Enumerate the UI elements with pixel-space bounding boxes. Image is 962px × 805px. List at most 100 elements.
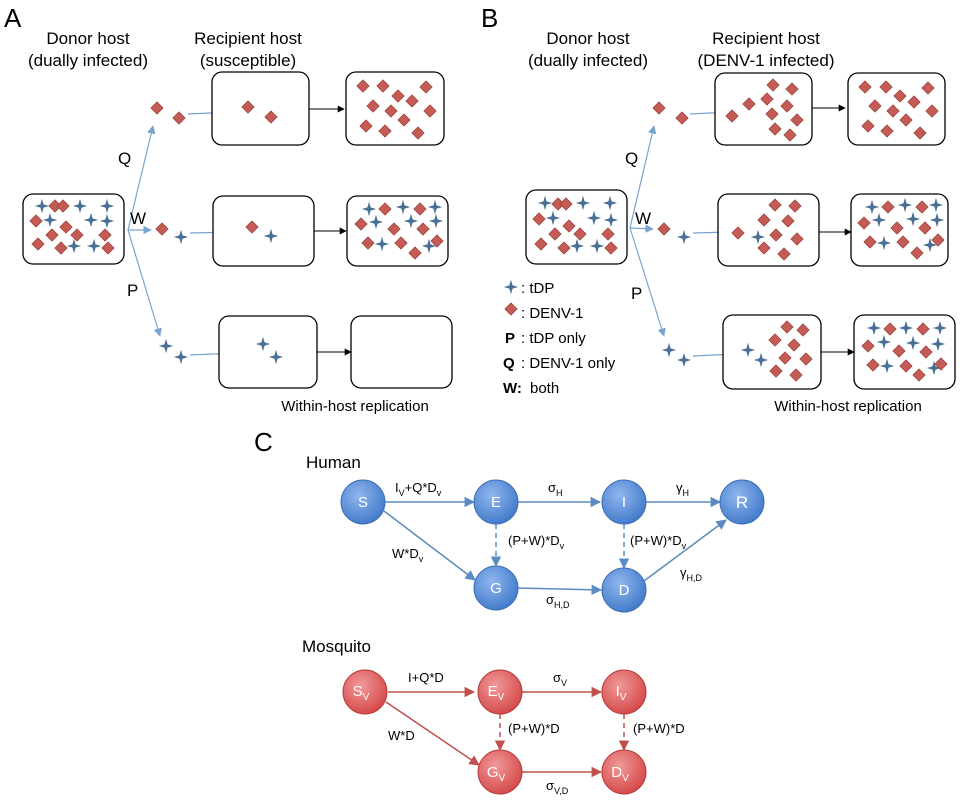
human-node-e: [473, 479, 519, 525]
legend-q-text: : DENV-1 only: [521, 355, 616, 372]
panel-b-route-w-label: W: [635, 209, 651, 228]
panel-c-letter: C: [254, 427, 273, 457]
human-nodes: S E I R G D: [340, 479, 765, 613]
panel-b-recipient-title-1: Recipient host: [712, 29, 820, 48]
legend-p-text: : tDP only: [521, 330, 586, 347]
panel-b-route-w-arrow: [629, 224, 654, 233]
panel-b-recipient-title-2: (DENV-1 infected): [698, 51, 835, 70]
panel-a-route-p-label: P: [127, 281, 138, 300]
panel-a-route-q-label: Q: [118, 149, 131, 168]
mosquito-node-e-label: EV: [488, 683, 505, 703]
human-node-r-label: R: [736, 493, 748, 512]
panel-a-recipient-title-2: (susceptible): [200, 51, 296, 70]
panel-b: B Donor host (dually infected) Recipient…: [481, 3, 956, 415]
panel-b-q-virion-1: [652, 101, 666, 115]
panel-a-recipient-title-1: Recipient host: [194, 29, 302, 48]
panel-b-recipient-w-box: [717, 193, 820, 267]
mosquito-node-g: [477, 749, 523, 795]
mosquito-nodes: SV EV IV GV DV: [342, 669, 647, 795]
mosquito-node-s: [342, 669, 388, 715]
legend-tdp-text: : tDP: [521, 280, 554, 297]
panel-a-caption: Within-host replication: [281, 398, 429, 415]
panel-b-route-p-arrow: [629, 227, 666, 337]
legend-q-key: Q: [503, 355, 515, 372]
legend-denv-text: : DENV-1: [521, 305, 584, 322]
human-edges: [383, 496, 727, 596]
panel-a-w-virion-1: [155, 222, 169, 236]
human-label-i-r: γH: [676, 480, 689, 498]
panel-a-p-virion-1: [158, 338, 174, 354]
mosquito-node-g-label: GV: [487, 764, 506, 784]
human-label-e-g: (P+W)*Dv: [508, 533, 565, 551]
legend-tdp-star: [503, 279, 519, 295]
panel-a-donor-title-1: Donor host: [46, 29, 129, 48]
human-title: Human: [306, 453, 361, 472]
human-label-i-d: (P+W)*Dv: [630, 533, 687, 551]
legend-denv-diamond: [504, 302, 518, 316]
mosquito-edges: [385, 686, 630, 778]
mosquito-label-s-e: I+Q*D: [408, 670, 444, 685]
panel-b-p-virion-1: [661, 342, 677, 358]
human-label-d-r: γH,D: [680, 565, 703, 583]
mosquito-label-g-d: σV,D: [546, 778, 569, 796]
panel-b-q-virion-2: [675, 111, 689, 125]
human-node-g-label: G: [490, 580, 502, 597]
mosquito-label-i-d: (P+W)*D: [633, 721, 685, 736]
mosquito-node-d: [601, 749, 647, 795]
human-edge-d-r: [643, 519, 727, 582]
panel-b-donor-title-2: (dually infected): [528, 51, 648, 70]
human-node-g: [473, 565, 519, 611]
mosquito-node-s-label: SV: [353, 683, 370, 703]
mosquito-node-i: [601, 669, 647, 715]
human-node-d-label: D: [619, 582, 630, 599]
panel-b-route-q-label: Q: [625, 149, 638, 168]
legend-p-key: P: [505, 330, 515, 347]
panel-a-w-virion-2: [173, 229, 189, 245]
panel-b-recipient-p-box: [722, 314, 822, 390]
human-label-e-i: σH: [548, 480, 563, 498]
mosquito-edge-labels: I+Q*D σV (P+W)*D (P+W)*D W*D σV,D: [388, 670, 685, 796]
human-label-g-d: σH,D: [546, 592, 570, 610]
human-node-i: [601, 479, 647, 525]
mosquito-title: Mosquito: [302, 637, 371, 656]
legend-w-text: both: [530, 380, 559, 397]
panel-b-route-q-arrow: [629, 125, 657, 229]
panel-b-route-p-label: P: [631, 284, 642, 303]
human-node-s-label: S: [358, 494, 368, 511]
human-edge-g-d: [517, 584, 603, 596]
human-edge-s-g: [383, 510, 476, 581]
human-label-s-g: W*Dv: [392, 546, 424, 564]
panel-a: A Donor host (dually infected) Recipient…: [4, 3, 453, 415]
panel-a-recipient-p-box: [218, 315, 318, 389]
mosquito-edge-s-g: [385, 701, 480, 766]
panel-b-p-virion-2: [676, 352, 692, 368]
human-node-i-label: I: [622, 494, 626, 511]
panel-a-route-p-arrow: [127, 229, 162, 337]
panel-a-q-virion-1: [150, 101, 164, 115]
panel-c: C Human S E I R G D IV: [254, 427, 765, 796]
mosquito-label-s-g: W*D: [388, 728, 415, 743]
mosquito-node-i-label: IV: [616, 683, 627, 703]
legend-w-key: W:: [503, 380, 522, 397]
human-node-d: [601, 567, 647, 613]
panel-a-q-virion-2: [172, 111, 186, 125]
panel-a-route-q-arrow: [127, 125, 156, 231]
panel-a-letter: A: [4, 3, 22, 33]
panel-b-recipient-q-box: [714, 72, 813, 146]
panel-a-recipient-q-box: [211, 71, 310, 146]
panel-a-donor-title-2: (dually infected): [28, 51, 148, 70]
panel-b-donor-title-1: Donor host: [546, 29, 629, 48]
mosquito-node-d-label: DV: [611, 764, 629, 784]
mosquito-label-e-i: σV: [553, 670, 567, 688]
panel-a-p-virion-2: [173, 349, 189, 365]
human-node-s: [340, 479, 386, 525]
panel-a-recipient-w-box: [212, 195, 315, 267]
mosquito-label-e-g: (P+W)*D: [508, 721, 560, 736]
human-node-e-label: E: [491, 494, 501, 511]
human-node-r: [719, 479, 765, 525]
mosquito-node-e: [477, 669, 523, 715]
panel-b-w-virion-2: [676, 229, 692, 245]
panel-b-letter: B: [481, 3, 498, 33]
human-label-s-e: IV+Q*Dv: [395, 480, 442, 498]
